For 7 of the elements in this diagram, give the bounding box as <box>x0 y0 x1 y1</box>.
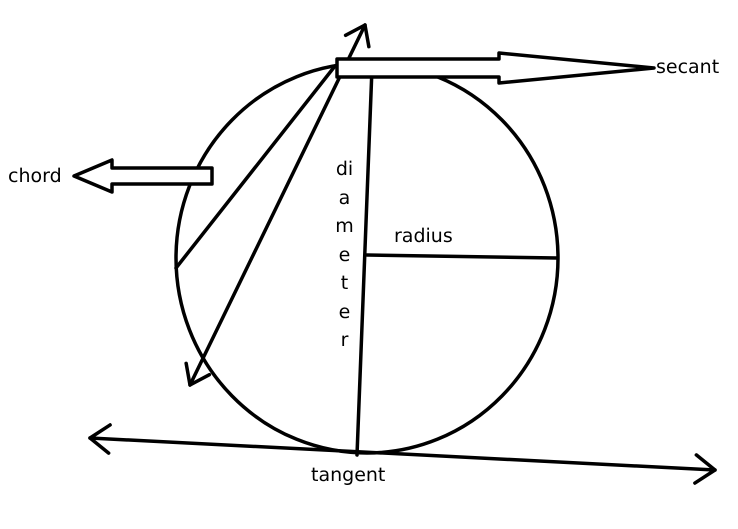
term-label: tangent <box>311 464 386 486</box>
term-label: diameter <box>335 155 354 354</box>
block-arrow <box>335 51 656 85</box>
term-label: secant <box>656 56 720 78</box>
block-arrow <box>72 158 214 194</box>
term-label: radius <box>394 225 453 247</box>
term-label: chord <box>8 165 62 187</box>
